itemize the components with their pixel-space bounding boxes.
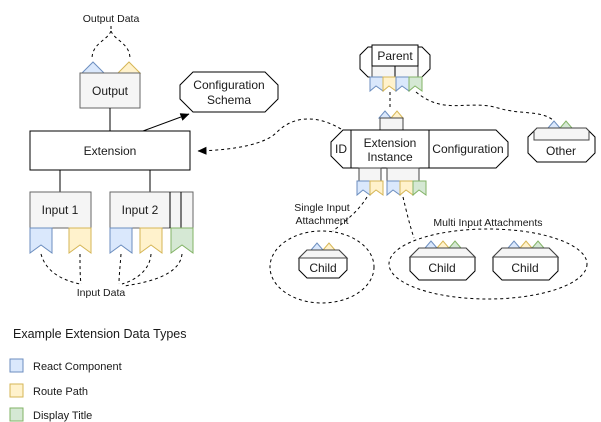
extension-label: Extension bbox=[84, 144, 137, 158]
legend-react-label: React Component bbox=[33, 361, 122, 373]
parent-react-flag-2 bbox=[395, 76, 410, 93]
legend-title: Example Extension Data Types bbox=[13, 327, 186, 341]
instance-configuration-label: Configuration bbox=[432, 142, 503, 156]
input-data-connector-1 bbox=[40, 253, 81, 285]
other-title-strip bbox=[533, 127, 590, 141]
other-display-triangle bbox=[558, 120, 574, 129]
legend-display-label: Display Title bbox=[33, 410, 92, 422]
child-single-react-triangle bbox=[309, 242, 325, 251]
input-data-label: Input Data bbox=[77, 287, 126, 299]
child-multi1-display-triangle bbox=[447, 240, 463, 249]
legend-react-swatch bbox=[9, 358, 24, 373]
child-single-route-triangle bbox=[321, 242, 337, 251]
child-multi1-route-triangle bbox=[435, 240, 451, 249]
input1-route-flag bbox=[68, 227, 92, 254]
child-single-title-strip bbox=[297, 249, 349, 259]
input1-react-flag bbox=[29, 227, 53, 254]
config-schema-label-line2: Schema bbox=[207, 93, 251, 107]
config-schema-node bbox=[179, 71, 279, 113]
input2-route-flag bbox=[139, 227, 163, 254]
multi-attachments-label: Multi Input Attachments bbox=[433, 217, 542, 229]
parent-label: Parent bbox=[377, 49, 413, 63]
child-multi2-display-triangle bbox=[530, 240, 546, 249]
instance-id-label: ID bbox=[335, 142, 347, 156]
child-multi1-react-triangle bbox=[423, 240, 439, 249]
multi-react-flag bbox=[386, 180, 401, 197]
child-multi2-title-strip bbox=[491, 247, 560, 258]
output-data-connector-right bbox=[110, 30, 131, 60]
multi-attachments-group bbox=[388, 228, 588, 300]
input-data-connector-3 bbox=[118, 253, 122, 285]
input-data-connector-4 bbox=[121, 253, 152, 285]
input2-react-flag bbox=[109, 227, 133, 254]
instance-extension-dashed-arrow bbox=[197, 118, 342, 155]
single-attachment-group bbox=[269, 230, 375, 304]
output-data-label: Output Data bbox=[83, 13, 140, 25]
instance-multi-tab bbox=[386, 167, 420, 182]
config-schema-label-line1: Configuration bbox=[193, 78, 264, 92]
single-route-flag bbox=[369, 180, 384, 197]
input-data-connector-2 bbox=[79, 253, 82, 285]
multi-display-flag bbox=[412, 180, 427, 197]
parent-other-connector bbox=[415, 91, 554, 121]
instance-label-line1: Extension bbox=[364, 136, 417, 150]
input2-display-flag bbox=[170, 227, 194, 254]
input1-node bbox=[29, 191, 92, 229]
input2-label: Input 2 bbox=[122, 203, 159, 217]
extension-schema-arrow bbox=[142, 113, 190, 132]
extension-node bbox=[29, 130, 191, 171]
parent-display-flag bbox=[408, 76, 423, 93]
single-attachment-label-line2: Attachment bbox=[295, 215, 348, 227]
legend-route-label: Route Path bbox=[33, 386, 88, 398]
output-data-connector-left bbox=[91, 30, 112, 60]
output-route-triangle bbox=[116, 61, 142, 74]
single-react-flag bbox=[356, 180, 371, 197]
output-react-triangle bbox=[80, 61, 106, 74]
output-node bbox=[79, 72, 141, 109]
input2-node bbox=[109, 191, 194, 229]
instance-parent-route-triangle bbox=[389, 110, 405, 119]
child-multi1-title-strip bbox=[408, 247, 477, 258]
input-data-connector-5 bbox=[123, 253, 183, 287]
parent-react-flag-1 bbox=[369, 76, 384, 93]
other-react-triangle bbox=[546, 120, 562, 129]
child-multi2-react-triangle bbox=[506, 240, 522, 249]
instance-label-line2: Instance bbox=[367, 150, 413, 164]
single-attachment-label-line1: Single Input bbox=[294, 202, 350, 214]
single-attachment-connector bbox=[332, 196, 368, 232]
parent-title-box bbox=[371, 44, 419, 67]
child-multi2-label: Child bbox=[511, 261, 538, 275]
child-multi1-label: Child bbox=[428, 261, 455, 275]
child-multi2-route-triangle bbox=[518, 240, 534, 249]
input1-label: Input 1 bbox=[42, 203, 79, 217]
child-single-label: Child bbox=[309, 261, 336, 275]
multi-attachment-connector bbox=[402, 196, 415, 239]
instance-parent-react-triangle bbox=[377, 110, 393, 119]
legend-display-swatch bbox=[9, 407, 24, 422]
output-label: Output bbox=[92, 84, 129, 98]
other-label: Other bbox=[546, 144, 576, 158]
instance-single-tab bbox=[358, 167, 382, 182]
multi-route-flag bbox=[399, 180, 414, 197]
legend-route-swatch bbox=[9, 383, 24, 398]
parent-route-flag bbox=[382, 76, 397, 93]
instance-parent-tab bbox=[379, 117, 404, 132]
